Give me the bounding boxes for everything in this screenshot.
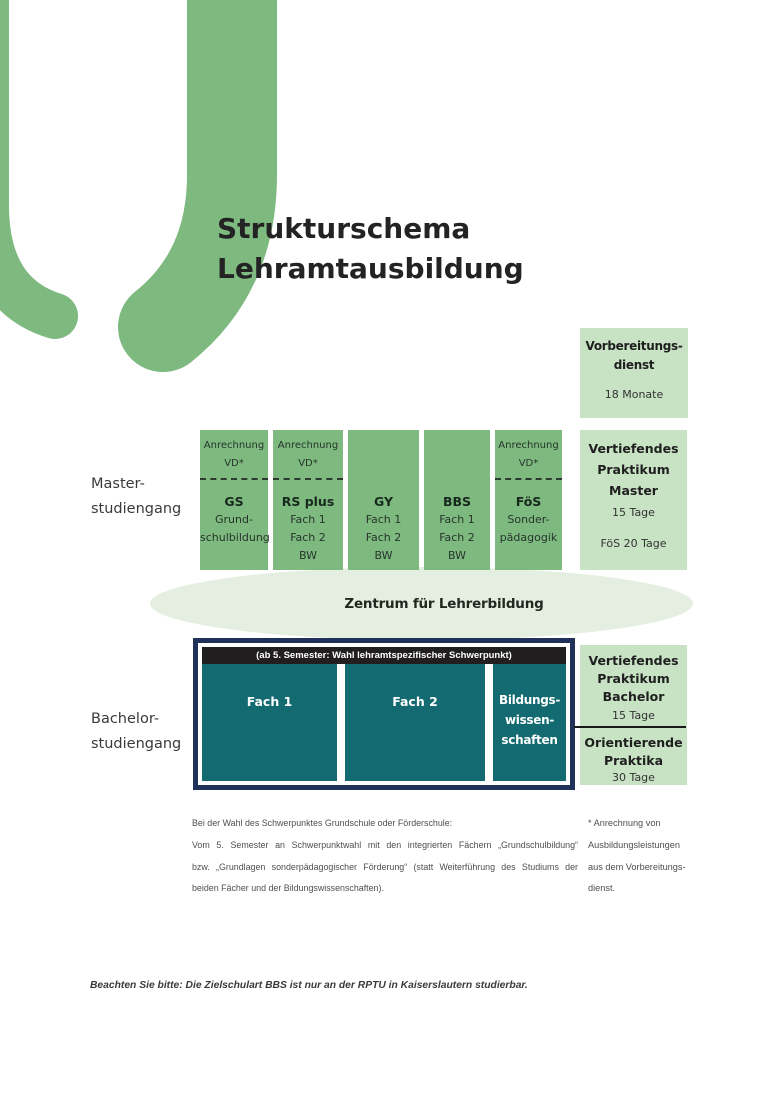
master-column-gy: GY Fach 1 Fach 2 BW bbox=[348, 430, 419, 570]
footnote-line: Vom 5. Semester an Schwerpunktwahl mit d… bbox=[192, 839, 578, 850]
anrechnung-note: Anrechnung VD* bbox=[495, 430, 562, 480]
praktikum-master-duration: 15 Tage bbox=[612, 506, 655, 519]
orientierende-praktika-section: Orientierende Praktika 30 Tage bbox=[580, 726, 687, 784]
vertiefendes-praktikum-master-box: Vertiefendes Praktikum Master 15 Tage Fö… bbox=[580, 430, 687, 570]
footnote-line: bzw. „Grundlagen sonderpädagogischer För… bbox=[192, 861, 578, 872]
praktikum-master-extra: FöS 20 Tage bbox=[600, 537, 667, 550]
u-logo bbox=[0, 0, 277, 372]
vorbereitungsdienst-box: Vorbereitungs- dienst 18 Monate bbox=[580, 328, 688, 418]
column-name: BBS bbox=[442, 494, 472, 509]
bbs-note: Beachten Sie bitte: Die Zielschulart BBS… bbox=[90, 980, 528, 991]
column-subjects: Fach 1 Fach 2 BW bbox=[439, 513, 475, 562]
column-name: RS plus bbox=[281, 494, 335, 509]
column-subjects: Fach 1 Fach 2 BW bbox=[365, 513, 402, 562]
master-column-foes: Anrechnung VD* FöS Sonder- pädagogik bbox=[495, 430, 562, 570]
praktika-divider-line bbox=[574, 726, 686, 728]
bachelor-schwerpunkt-header: (ab 5. Semester: Wahl lehramtspezifische… bbox=[202, 647, 566, 664]
bachelor-row-label: Bachelor- studiengang bbox=[91, 711, 182, 752]
vertiefendes-praktikum-bachelor-section: Vertiefendes Praktikum Bachelor 15 Tage bbox=[580, 645, 687, 726]
master-column-bbs: BBS Fach 1 Fach 2 BW bbox=[424, 430, 490, 570]
zentrum-label: Zentrum für Lehrerbildung bbox=[344, 595, 544, 612]
fach1-box: Fach 1 bbox=[202, 664, 337, 781]
master-column-gs: Anrechnung VD* GS Grund- schulbildung bbox=[200, 430, 270, 570]
column-name: FöS bbox=[515, 494, 542, 509]
zentrum-fuer-lehrerbildung-ellipse: Zentrum für Lehrerbildung bbox=[150, 567, 693, 640]
praktikum-master-title: Vertiefendes Praktikum Master bbox=[588, 441, 679, 498]
spacer bbox=[348, 430, 419, 480]
column-subjects: Fach 1 Fach 2 BW bbox=[290, 513, 326, 562]
orientierende-praktika-title: Orientierende Praktika bbox=[584, 735, 683, 768]
footnote-line: beiden Fächer und der Bildungswissenscha… bbox=[192, 883, 384, 894]
vorbereitungsdienst-duration: 18 Monate bbox=[604, 388, 664, 401]
footnote-anrechnung: * Anrechnung von Ausbildungsleistungen a… bbox=[588, 818, 686, 894]
fach2-box: Fach 2 bbox=[345, 664, 485, 781]
vorbereitungsdienst-title: Vorbereitungs- dienst bbox=[585, 339, 683, 372]
praktikum-bachelor-duration: 15 Tage bbox=[612, 709, 655, 722]
orientierende-praktika-duration: 30 Tage bbox=[612, 771, 655, 784]
bildungswissenschaften-box: Bildungs- wissen- schaften bbox=[493, 664, 566, 781]
anrechnung-note: Anrechnung VD* bbox=[200, 430, 268, 480]
spacer bbox=[424, 430, 490, 480]
bachelor-frame: (ab 5. Semester: Wahl lehramtspezifische… bbox=[193, 638, 575, 790]
anrechnung-note: Anrechnung VD* bbox=[273, 430, 343, 480]
bachelor-praktika-box: Vertiefendes Praktikum Bachelor 15 Tage … bbox=[580, 645, 687, 785]
page-title: Strukturschema Lehramtausbildung bbox=[217, 212, 524, 285]
footnote-line: Bei der Wahl des Schwerpunktes Grundschu… bbox=[192, 818, 453, 828]
master-column-rs-plus: Anrechnung VD* RS plus Fach 1 Fach 2 BW bbox=[273, 430, 343, 570]
bachelor-boxes-row: Fach 1 Fach 2 Bildungs- wissen- schaften bbox=[202, 664, 566, 781]
footnote-schwerpunkt: Bei der Wahl des Schwerpunktes Grundschu… bbox=[192, 813, 578, 900]
column-subjects: Sonder- pädagogik bbox=[499, 513, 558, 544]
column-name: GY bbox=[373, 494, 394, 509]
column-name: GS bbox=[224, 494, 244, 509]
master-row-label: Master- studiengang bbox=[91, 476, 182, 517]
praktikum-bachelor-title: Vertiefendes Praktikum Bachelor bbox=[588, 653, 679, 704]
column-subjects: Grund- schulbildung bbox=[200, 513, 270, 544]
